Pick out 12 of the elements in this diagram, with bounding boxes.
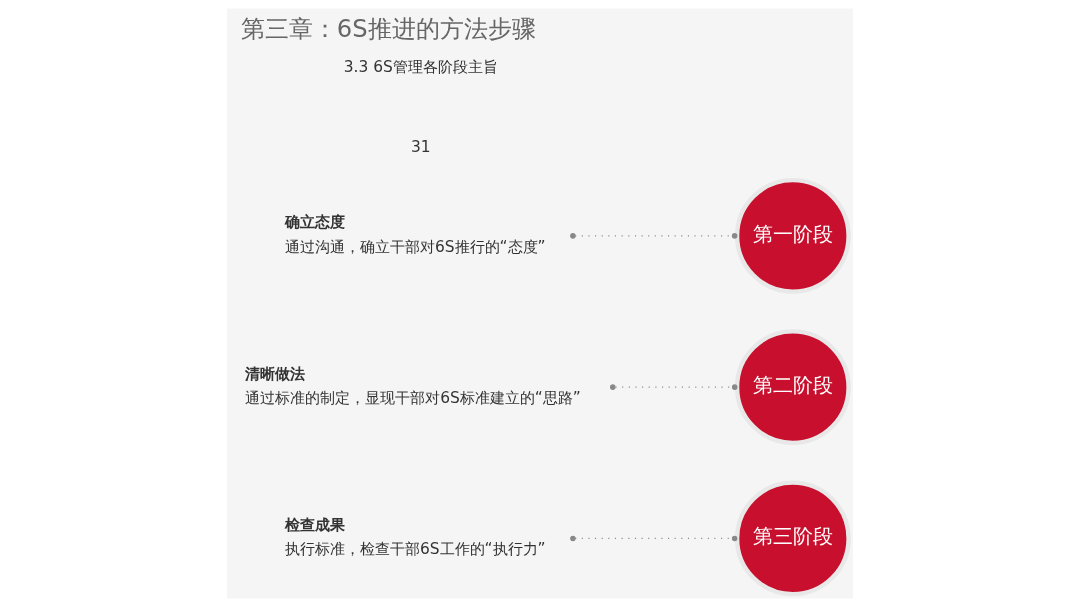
node-text: 清晰做法 通过标准的制定，显现干部对6S标准建立的“思路” bbox=[245, 364, 581, 407]
node-circle: 第二阶段 bbox=[734, 329, 851, 446]
node-circle: 第一阶段 bbox=[734, 177, 851, 294]
label: 3.3 6S管理各阶段主旨 bbox=[343, 58, 498, 77]
diagram-title: 第三章：6S推进的方法步骤 bbox=[240, 13, 536, 43]
node-text: 确立态度 通过沟通，确立干部对6S推行的“态度” bbox=[284, 213, 546, 256]
label: 31 bbox=[410, 137, 431, 156]
connector bbox=[570, 233, 738, 239]
connector bbox=[570, 535, 738, 542]
node-circle: 第三阶段 bbox=[734, 480, 851, 597]
node-text: 检查成果 执行标准，检查干部6S工作的“执行力” bbox=[284, 515, 546, 559]
connector bbox=[610, 384, 738, 390]
